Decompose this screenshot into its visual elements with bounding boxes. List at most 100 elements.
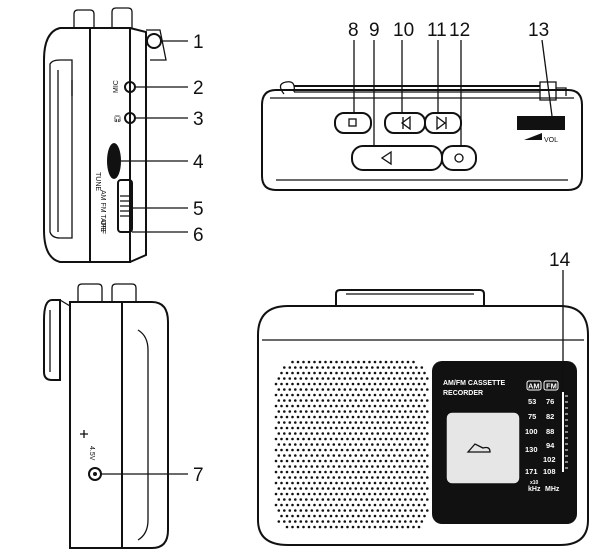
grille-dot (384, 393, 388, 397)
stop-button[interactable] (334, 112, 372, 134)
grille-dot (384, 525, 388, 529)
grille-dot (401, 492, 404, 496)
grille-dot (409, 509, 413, 512)
grille-dot (313, 382, 316, 386)
grille-dot (398, 366, 402, 369)
grille-dot (401, 459, 404, 463)
rewind-button[interactable] (384, 112, 426, 134)
grille-dot (401, 437, 404, 441)
grille-dot (340, 492, 344, 496)
grille-dot (340, 470, 344, 474)
grille-dot (362, 503, 366, 507)
grille-dot (340, 426, 344, 430)
play-button[interactable] (351, 145, 443, 171)
grille-dot (288, 476, 292, 479)
grille-dot (409, 498, 413, 501)
grille-dot (343, 476, 347, 479)
grille-dot (307, 382, 311, 386)
grille-dot (404, 421, 407, 424)
grille-dot (398, 487, 402, 490)
grille-dot (277, 509, 281, 512)
grille-dot (327, 476, 330, 479)
tune-wheel[interactable] (107, 143, 121, 179)
grille-dot (417, 459, 421, 463)
grille-dot (302, 404, 305, 408)
band-switch[interactable] (117, 179, 133, 233)
grille-dot (291, 459, 294, 463)
grille-dot (409, 465, 413, 468)
grille-dot (288, 399, 292, 402)
grille-dot (321, 509, 325, 512)
fast-forward-button[interactable] (424, 112, 462, 134)
grille-dot (371, 454, 374, 457)
record-button[interactable] (441, 145, 477, 171)
grille-dot (420, 432, 424, 435)
grille-dot (318, 492, 322, 496)
grille-dot (277, 432, 281, 435)
grille-dot (338, 377, 341, 380)
grille-dot (299, 476, 303, 479)
volume-wheel[interactable] (517, 116, 565, 130)
grille-dot (291, 371, 294, 375)
grille-dot (371, 432, 374, 435)
grille-dot (274, 437, 278, 441)
grille-dot (376, 366, 380, 369)
grille-dot (362, 481, 366, 485)
grille-dot (415, 377, 418, 380)
grille-dot (384, 459, 388, 463)
grille-dot (329, 514, 333, 518)
grille-dot (318, 448, 322, 452)
grille-dot (371, 366, 374, 369)
grille-dot (299, 498, 303, 501)
grille-dot (406, 459, 410, 463)
grille-dot (379, 426, 382, 430)
grille-dot (321, 443, 325, 446)
grille-dot (280, 426, 283, 430)
grille-dot (371, 410, 374, 413)
grille-dot (365, 388, 369, 391)
grille-dot (335, 371, 338, 375)
grille-dot (387, 487, 391, 490)
grille-dot (360, 454, 363, 457)
grille-dot (349, 454, 352, 457)
grille-dot (321, 399, 325, 402)
fm-unit-label: MHz (545, 486, 560, 493)
grille-dot (340, 514, 344, 518)
grille-dot (349, 432, 352, 435)
grille-dot (310, 520, 314, 523)
grille-dot (307, 415, 311, 419)
grille-dot (305, 465, 308, 468)
grille-dot (362, 393, 366, 397)
grille-dot (415, 509, 418, 512)
grille-dot (371, 476, 374, 479)
front-title-line2: RECORDER (443, 390, 483, 397)
callout-12: 12 (449, 20, 470, 41)
grille-dot (401, 481, 404, 485)
grille-dot (371, 509, 374, 512)
grille-dot (349, 377, 352, 380)
grille-dot (296, 382, 300, 386)
grille-dot (346, 514, 349, 518)
grille-dot (313, 470, 316, 474)
grille-dot (390, 404, 393, 408)
grille-dot (379, 514, 382, 518)
grille-dot (274, 393, 278, 397)
grille-dot (349, 498, 352, 501)
grille-dot (362, 448, 366, 452)
grille-dot (412, 382, 415, 386)
grille-dot (382, 410, 385, 413)
am-unit-multiplier: x10 (530, 480, 539, 486)
grille-dot (354, 498, 358, 501)
grille-dot (288, 465, 292, 468)
grille-dot (354, 443, 358, 446)
grille-dot (398, 454, 402, 457)
grille-dot (351, 426, 355, 430)
grille-dot (296, 426, 300, 430)
grille-dot (379, 448, 382, 452)
grille-dot (310, 410, 314, 413)
grille-dot (291, 492, 294, 496)
grille-dot (390, 525, 393, 529)
grille-dot (321, 476, 325, 479)
grille-dot (346, 481, 349, 485)
grille-dot (398, 476, 402, 479)
